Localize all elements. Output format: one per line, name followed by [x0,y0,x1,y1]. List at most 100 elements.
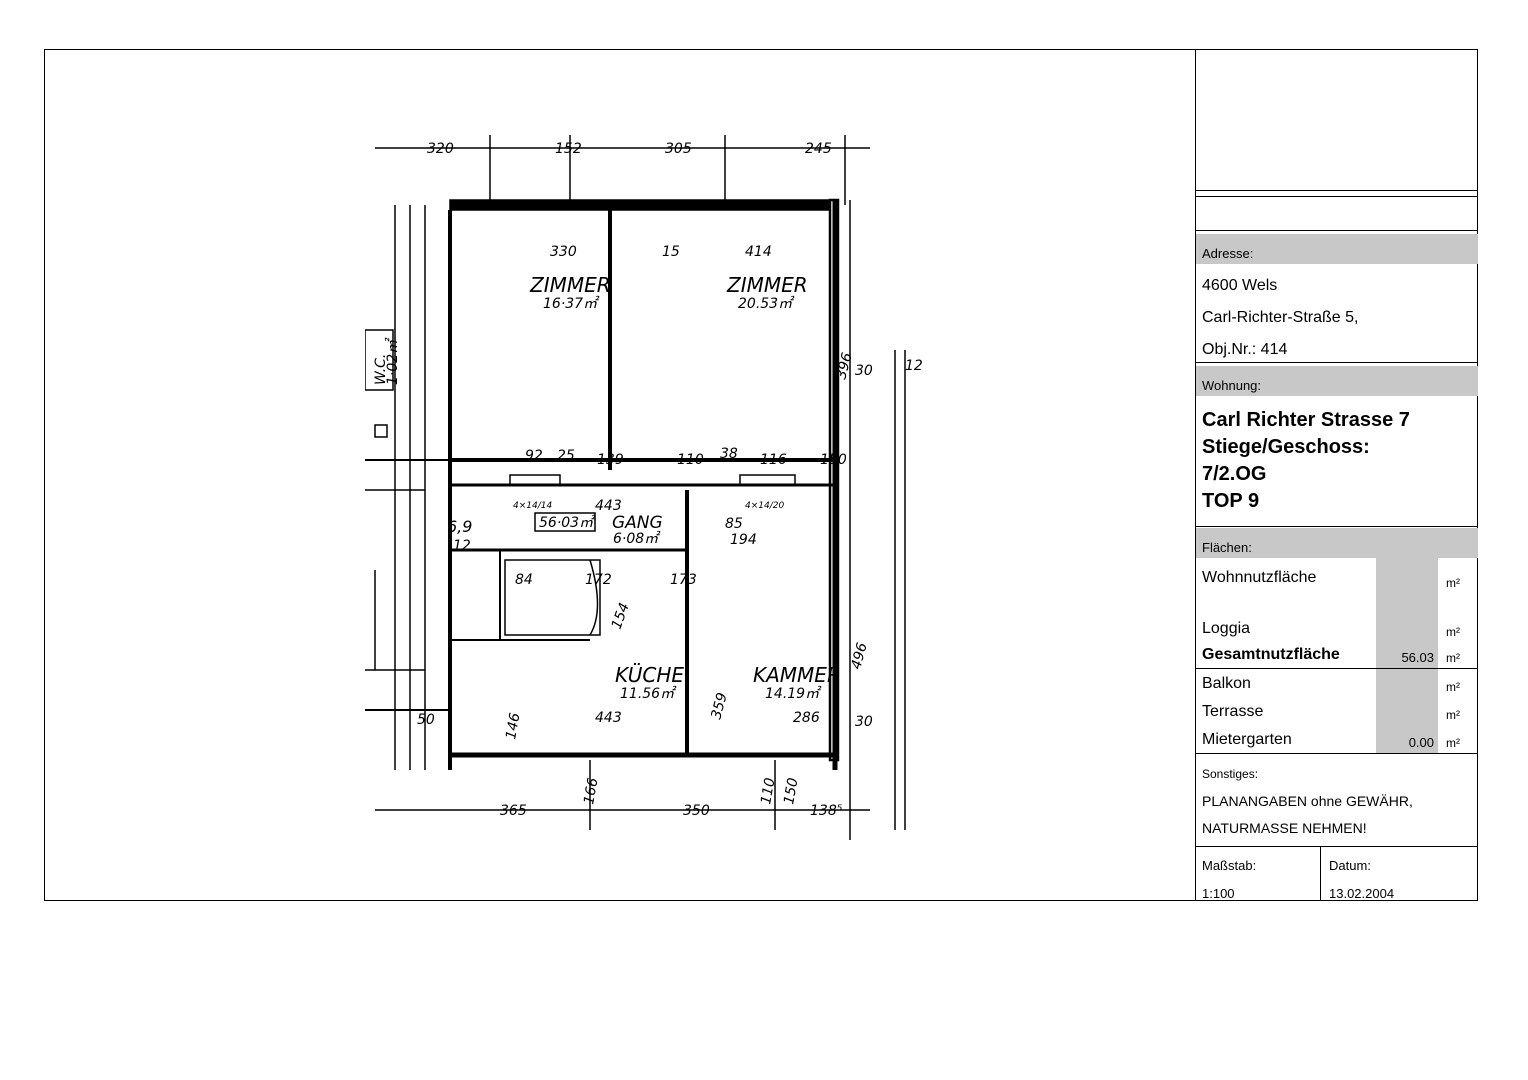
room-label-zimmer-1: ZIMMER [529,273,611,297]
area-row-terrasse: Terrasse m² [1196,697,1478,725]
room-label-kammer: KAMMER [753,663,841,687]
dim-bottom-3: 138⁵ [810,803,843,819]
room-label-gang: GANG [612,513,663,533]
area-row-wohnnutzflaeche: Wohnnutzfläche m² [1196,558,1478,600]
area-label: Mietergarten [1202,731,1292,748]
dim-84: 84 [515,572,533,588]
dim-12: 12 [453,538,471,554]
dim-bottom-1: 365 [500,803,527,819]
room-area-kueche: 11.56㎡ [620,685,677,702]
dim-25: 25 [557,448,575,464]
dim-6-9: 6,9 [447,517,472,536]
room-area-zimmer-1: 16·37㎡ [543,295,600,312]
dim-286: 286 [793,710,820,726]
scale-value: 1:100 [1202,886,1235,901]
area-unit: m² [1446,708,1460,722]
area-label: Loggia [1202,620,1251,637]
misc-label: Sonstiges: [1202,767,1259,781]
room-area-gang: 6·08㎡ [613,530,661,547]
dim-50: 50 [417,712,435,728]
areas-label: Flächen: [1196,528,1478,558]
divider [1196,196,1478,197]
misc-line-2: NATURMASSE NEHMEN! [1202,820,1367,836]
date-value: 13.02.2004 [1329,886,1395,901]
room-label-wc: W.C. [373,354,389,385]
area-unit: m² [1446,576,1460,590]
apartment-line-2: Stiege/Geschoss: [1202,436,1370,458]
dim-166-bottom: 166 [581,777,601,806]
dim-92: 92 [525,448,543,464]
dim-496: 496 [848,641,870,671]
total-area-box: 56·03㎡ [539,514,596,531]
dim-15: 15 [662,244,680,260]
area-value [1376,669,1438,697]
dim-396: 396 [833,351,855,381]
dim-443-bottom: 443 [595,710,622,726]
address-line-1: 4600 Wels [1202,277,1278,294]
dim-146: 146 [503,712,523,741]
dim-116: 116 [760,452,787,468]
drawing-sheet: 320 152 305 245 330 15 414 396 30 92 25 … [44,49,1478,901]
dim-85: 85 [725,516,743,532]
address-line-2: Carl-Richter-Straße 5, [1202,309,1359,326]
dim-359: 359 [708,691,730,721]
title-block: Adresse: 4600 Wels Carl-Richter-Straße 5… [1195,50,1478,901]
dim-110-bottom: 110 [758,777,778,806]
address-label: Adresse: [1196,234,1478,264]
divider [1196,526,1478,527]
area-row-gesamtnutzflaeche: Gesamtnutzfläche 56.03 m² [1196,642,1478,668]
divider [1196,753,1478,754]
dim-150: 150 [820,452,847,468]
dim-38: 38 [720,446,738,462]
apartment-line-1: Carl Richter Strasse 7 [1202,409,1410,431]
dim-top-3: 305 [665,141,692,157]
dim-window-1: 4×14/14 [513,501,552,511]
apartment-line-4: TOP 9 [1202,490,1260,512]
address-line-3: Obj.Nr.: 414 [1202,341,1288,358]
area-value: 56.03 [1376,642,1438,668]
dim-110: 110 [677,452,704,468]
divider [1196,362,1478,363]
dim-150-bottom: 150 [781,777,801,806]
room-label-kueche: KÜCHE [615,663,684,687]
area-row-loggia: Loggia m² [1196,600,1478,642]
divider [1196,190,1478,191]
dim-330: 330 [550,244,577,260]
dim-414: 414 [745,244,772,260]
floor-plan: 320 152 305 245 330 15 414 396 30 92 25 … [365,135,923,840]
room-area-kammer: 14.19㎡ [765,685,822,702]
area-label: Wohnnutzfläche [1202,569,1317,586]
area-value: 0.00 [1376,725,1438,753]
dim-top-4: 245 [805,141,832,157]
date-label: Datum: [1329,858,1371,873]
area-unit: m² [1446,625,1460,639]
room-area-zimmer-2: 20.53㎡ [738,295,795,312]
area-unit: m² [1446,736,1460,750]
dim-194: 194 [730,532,757,548]
dim-window-2: 4×14/20 [745,501,784,511]
dim-30: 30 [855,363,873,379]
scale-label: Maßstab: [1202,858,1257,873]
area-row-balkon: Balkon m² [1196,669,1478,697]
dim-139: 139 [597,452,624,468]
area-unit: m² [1446,680,1460,694]
dim-30-right: 30 [855,714,873,730]
dim-12-right: 12 [905,358,923,374]
area-value [1376,600,1438,642]
misc-line-1: PLANANGABEN ohne GEWÄHR, [1202,793,1413,809]
divider [1196,846,1478,847]
area-value [1376,697,1438,725]
room-label-zimmer-2: ZIMMER [726,273,808,297]
dim-443-top: 443 [595,498,622,514]
dim-172: 172 [585,572,612,588]
dim-top-2: 152 [555,141,582,157]
divider [1196,668,1478,669]
divider [1196,230,1478,231]
dim-bottom-2: 350 [683,803,710,819]
divider [1320,846,1321,901]
dim-top-1: 320 [427,141,454,157]
area-row-mietergarten: Mietergarten 0.00 m² [1196,725,1478,753]
dim-173: 173 [670,572,697,588]
area-unit: m² [1446,651,1460,665]
apartment-label: Wohnung: [1196,366,1478,396]
